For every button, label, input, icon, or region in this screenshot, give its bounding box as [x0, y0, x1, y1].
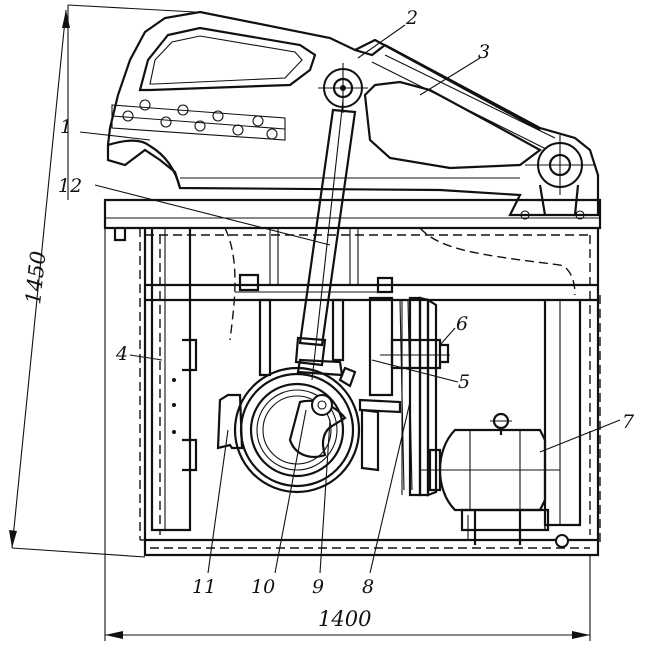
plate-holes — [122, 99, 278, 140]
height-dimension-label: 1450 — [21, 250, 50, 306]
main-frame — [103, 198, 602, 557]
callout-6: 6 — [456, 313, 468, 335]
callout-1: 1 — [60, 116, 72, 138]
callout-5: 5 — [458, 371, 470, 393]
leader-lines — [79, 24, 621, 574]
callout-labels: 1 2 3 4 5 6 7 8 9 10 11 12 — [58, 7, 635, 598]
connecting-rod — [294, 99, 357, 381]
callout-9: 9 — [312, 576, 324, 598]
dimension-height: 1450 — [9, 4, 196, 558]
eccentric-flywheel — [216, 273, 402, 494]
callout-10: 10 — [251, 576, 275, 598]
callout-4: 4 — [115, 343, 128, 365]
dimension-width: 1400 — [104, 200, 591, 641]
width-dimension-label: 1400 — [318, 607, 371, 631]
callout-2: 2 — [405, 7, 418, 29]
callout-8: 8 — [362, 576, 374, 598]
callout-11: 11 — [192, 576, 216, 598]
callout-12: 12 — [58, 175, 82, 197]
callout-3: 3 — [478, 41, 490, 63]
upper-lever-assembly — [106, 10, 600, 220]
motor — [420, 412, 560, 545]
callout-7: 7 — [622, 411, 635, 433]
belt-drive — [368, 276, 450, 497]
